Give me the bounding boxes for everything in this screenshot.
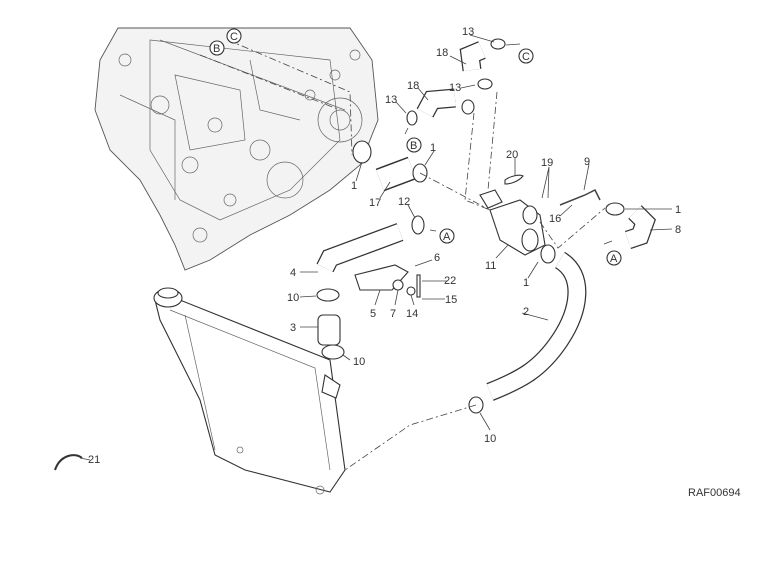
callouts: 13 18 13 18 13 1 1 17 20 19 9 16 12 1 8 … <box>88 26 681 466</box>
callout-13: 13 <box>462 26 474 38</box>
connector-label: A <box>610 253 618 265</box>
callout-7: 7 <box>390 308 396 320</box>
connector-markers: A A B B C C <box>209 28 622 266</box>
callout-1: 1 <box>523 277 529 289</box>
callout-10: 10 <box>287 292 299 304</box>
connector-c: C <box>226 28 242 44</box>
callout-14: 14 <box>406 308 418 320</box>
callout-18: 18 <box>436 47 448 59</box>
routing-lines <box>199 39 606 471</box>
callout-10: 10 <box>484 433 496 445</box>
connector-label: A <box>443 231 451 243</box>
callout-2: 2 <box>523 306 529 318</box>
connector-label: B <box>213 43 220 55</box>
callout-15: 15 <box>445 294 457 306</box>
callout-13: 13 <box>449 82 461 94</box>
callout-21: 21 <box>88 454 100 466</box>
leader-lines <box>79 34 673 461</box>
callout-3: 3 <box>290 322 296 334</box>
callout-5: 5 <box>370 308 376 320</box>
connector-b: B <box>404 127 422 153</box>
callout-8: 8 <box>675 224 681 236</box>
callout-22: 22 <box>444 275 456 287</box>
callout-11: 11 <box>485 260 496 272</box>
connector-label: B <box>410 140 417 152</box>
callout-12: 12 <box>398 196 410 208</box>
callout-13: 13 <box>385 94 397 106</box>
thermostat-housing <box>354 174 601 298</box>
connector-label: C <box>230 31 238 43</box>
callout-10: 10 <box>353 356 365 368</box>
connector-label: C <box>522 51 530 63</box>
callout-6: 6 <box>434 252 440 264</box>
callout-17: 17 <box>369 197 381 209</box>
callout-9: 9 <box>584 156 590 168</box>
callout-18: 18 <box>407 80 419 92</box>
hose-clamps <box>54 38 625 471</box>
connector-a: A <box>429 228 455 244</box>
connector-a: A <box>603 240 622 266</box>
callout-1: 1 <box>430 142 436 154</box>
diagram-reference-code: RAF00694 <box>688 487 741 499</box>
callout-19: 19 <box>541 157 553 169</box>
callout-1: 1 <box>351 180 357 192</box>
callout-1: 1 <box>675 204 681 216</box>
radiator <box>153 287 346 495</box>
connector-c: C <box>505 43 534 64</box>
callout-4: 4 <box>290 267 296 279</box>
connector-b: B <box>209 40 225 56</box>
callout-20: 20 <box>506 149 518 161</box>
callout-16: 16 <box>549 213 561 225</box>
engine-block <box>94 27 379 271</box>
hoses <box>316 41 656 401</box>
